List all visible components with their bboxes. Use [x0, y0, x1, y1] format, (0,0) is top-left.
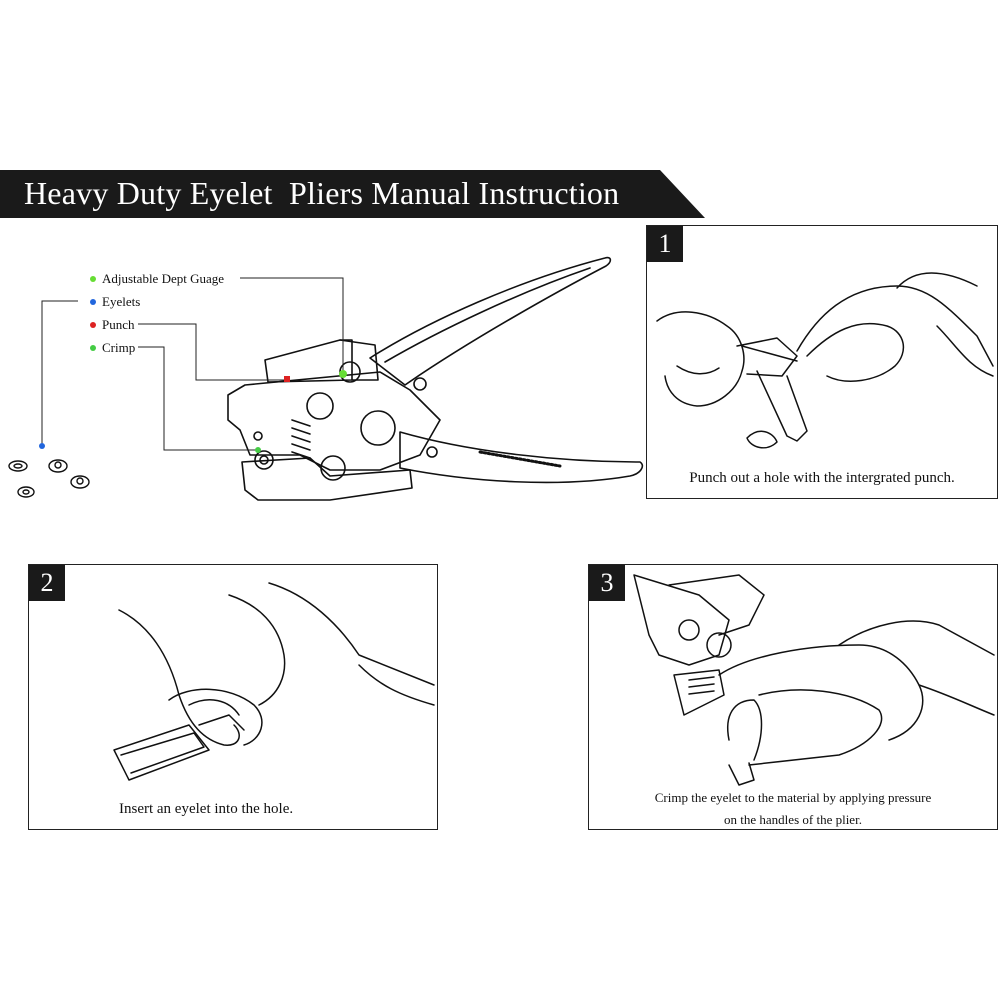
- legend-item-depth-gauge: Adjustable Dept Guage: [90, 270, 224, 287]
- step-2-panel: 2 Insert an eyelet into the hole.: [28, 564, 438, 830]
- step-1-panel: 1 Punch out a hole with the intergrated …: [646, 225, 998, 499]
- step-3-caption-line-2: on the handles of the plier.: [724, 812, 862, 827]
- pliers-illustration: [633, 574, 995, 786]
- hand-illustration: [113, 582, 435, 781]
- step-3-caption-line-1: Crimp the eyelet to the material by appl…: [654, 790, 932, 805]
- red-dot-icon: [90, 322, 96, 329]
- step-3-badge: 3: [589, 565, 625, 601]
- pliers-illustration: [8, 256, 644, 501]
- legend-item-crimp: Crimp: [90, 339, 135, 356]
- legend-item-eyelets: Eyelets: [90, 293, 140, 310]
- title-banner-shape: [0, 170, 705, 218]
- step-3-panel: 3 Crimp the eyelet to the material by ap…: [588, 564, 998, 830]
- hand-illustration: [656, 272, 994, 449]
- step-2-caption: Insert an eyelet into the hole.: [119, 801, 294, 817]
- legend-item-punch: Punch: [90, 316, 135, 333]
- parts-legend: Adjustable Dept Guage Eyelets Punch Crim…: [0, 0, 400, 520]
- blue-dot-icon: [90, 299, 96, 306]
- eyelet-icon: [8, 459, 90, 498]
- step-3-caption: Crimp the eyelet to the material by appl…: [589, 787, 997, 829]
- step-1-caption: Punch out a hole with the intergrated pu…: [689, 470, 955, 486]
- green-dot-icon: [90, 345, 96, 352]
- green-dot-icon: [90, 276, 96, 283]
- title-banner: Heavy Duty Eyelet Pliers Manual Instruct…: [0, 170, 705, 218]
- step-2-badge: 2: [29, 565, 65, 601]
- step-1-badge: 1: [647, 226, 683, 262]
- page-title: Heavy Duty Eyelet Pliers Manual Instruct…: [24, 175, 620, 211]
